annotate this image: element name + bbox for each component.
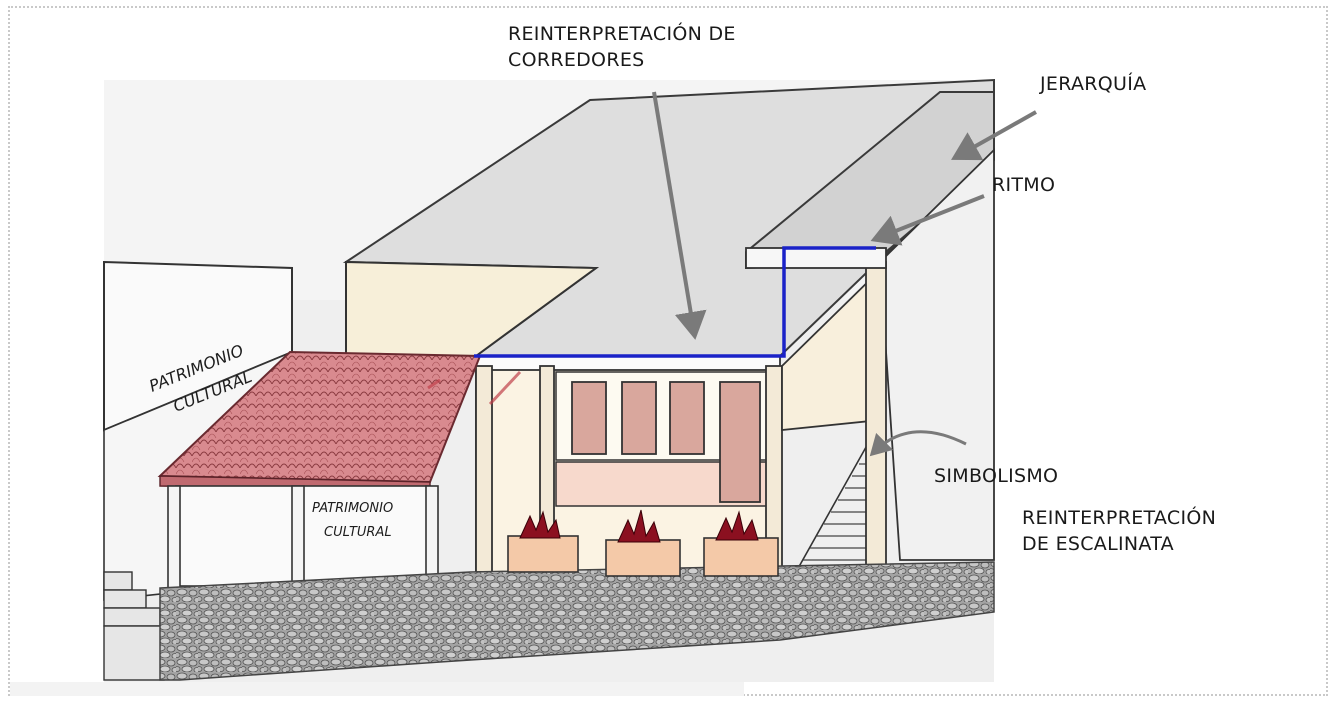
window-2 [621,381,657,455]
corridor-beam [475,355,781,371]
bottom-strip [10,682,744,696]
planter-2 [605,509,681,577]
porch-sign-line-1: PATRIMONIO [312,501,393,516]
left-stair [103,571,165,681]
corridor-highlight-line [474,246,876,358]
label-corredores-line-2: CORREDORES [508,48,645,71]
column-4 [865,261,887,573]
label-escalinata-line-1: REINTERPRETACIÓN [1022,507,1217,529]
window-4 [719,381,761,503]
label-ritmo: RITMO [992,174,1056,196]
porch-sign-line-2: CULTURAL [324,525,392,540]
column-1 [475,365,493,573]
planter-1 [507,510,579,573]
label-escalinata-line-2: DE ESCALINATA [1022,532,1174,555]
arrow-simbolismo [869,430,967,457]
label-reinterpretacion-corredores: REINTERPRETACIÓN DE CORREDORES [508,22,736,73]
label-corredores-line-1: REINTERPRETACIÓN DE [508,23,736,45]
planter-3 [703,510,779,577]
label-jerarquia: JERARQUÍA [1040,73,1147,95]
arrow-jerarquia [951,110,1037,161]
label-simbolismo: SIMBOLISMO [934,465,1059,487]
upper-eave [745,247,887,269]
label-reinterpretacion-escalinata: REINTERPRETACIÓN DE ESCALINATA [1022,506,1216,557]
window-3 [669,381,705,455]
arrow-ritmo [870,194,985,246]
arrow-corredores [652,91,707,340]
window-1 [571,381,607,455]
right-wall [879,147,995,561]
